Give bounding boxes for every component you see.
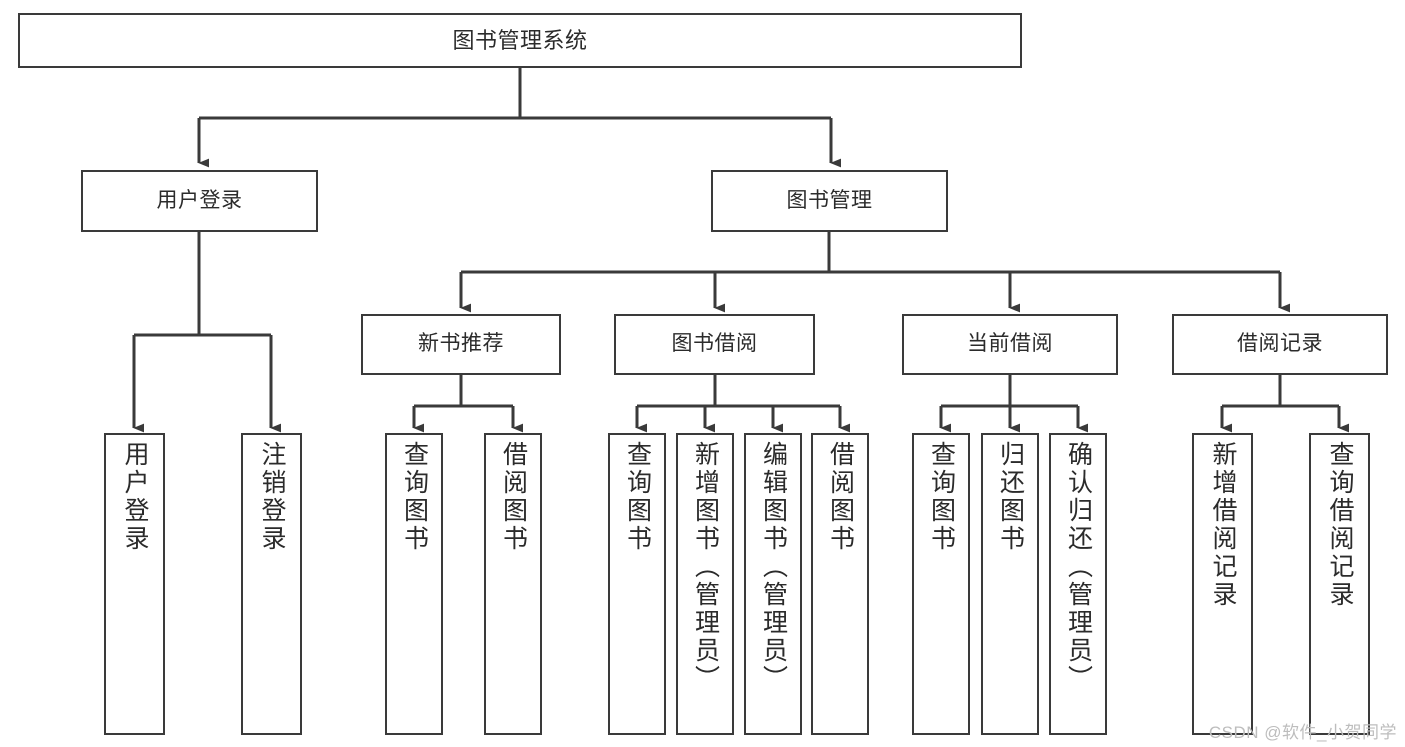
node-label: 借阅记录 [1237,332,1323,356]
node-label: 图书借阅 [671,332,758,356]
node-label: 新书推荐 [418,332,504,356]
node-label: 查询图书 [623,441,652,553]
node-label: 用户登录 [121,441,149,553]
leaf-book-borrow-query[interactable]: 查询图书 [608,433,666,735]
node-label: 归还图书 [996,441,1025,553]
node-label: 查询图书 [400,441,429,553]
node-book-borrow[interactable]: 图书借阅 [614,314,815,375]
node-label: 借阅图书 [826,441,855,553]
leaf-current-borrow-query[interactable]: 查询图书 [912,433,970,735]
leaf-user-login-logout[interactable]: 注销登录 [241,433,302,735]
node-label: 编辑图书（管理员） [759,441,788,693]
leaf-current-borrow-return[interactable]: 归还图书 [981,433,1039,735]
node-label: 借阅图书 [499,441,528,553]
node-label: 当前借阅 [967,332,1053,356]
node-label: 图书管理 [786,188,873,212]
node-root-book-management-system[interactable]: 图书管理系统 [18,13,1022,68]
node-label: 查询借阅记录 [1326,441,1354,609]
node-borrow-record[interactable]: 借阅记录 [1172,314,1388,375]
leaf-book-borrow-add[interactable]: 新增图书（管理员） [676,433,734,735]
node-label: 注销登录 [258,441,286,553]
leaf-book-borrow-edit[interactable]: 编辑图书（管理员） [744,433,802,735]
node-label: 查询图书 [927,441,956,553]
leaf-borrow-record-query[interactable]: 查询借阅记录 [1309,433,1370,735]
node-user-login[interactable]: 用户登录 [81,170,318,232]
node-label: 确认归还（管理员） [1064,441,1093,693]
leaf-user-login-login[interactable]: 用户登录 [104,433,165,735]
leaf-borrow-record-add[interactable]: 新增借阅记录 [1192,433,1253,735]
csdn-watermark: CSDN @软件_小贺同学 [1208,723,1397,742]
leaf-new-book-borrow[interactable]: 借阅图书 [484,433,542,735]
leaf-book-borrow-borrow[interactable]: 借阅图书 [811,433,869,735]
node-label: 图书管理系统 [452,27,588,53]
node-label: 新增借阅记录 [1209,441,1237,609]
node-book-management[interactable]: 图书管理 [711,170,948,232]
node-label: 新增图书（管理员） [691,441,720,693]
leaf-new-book-query[interactable]: 查询图书 [385,433,443,735]
node-current-borrow[interactable]: 当前借阅 [902,314,1118,375]
node-new-book-recommend[interactable]: 新书推荐 [361,314,561,375]
leaf-current-borrow-confirm-return[interactable]: 确认归还（管理员） [1049,433,1107,735]
node-label: 用户登录 [156,188,243,212]
